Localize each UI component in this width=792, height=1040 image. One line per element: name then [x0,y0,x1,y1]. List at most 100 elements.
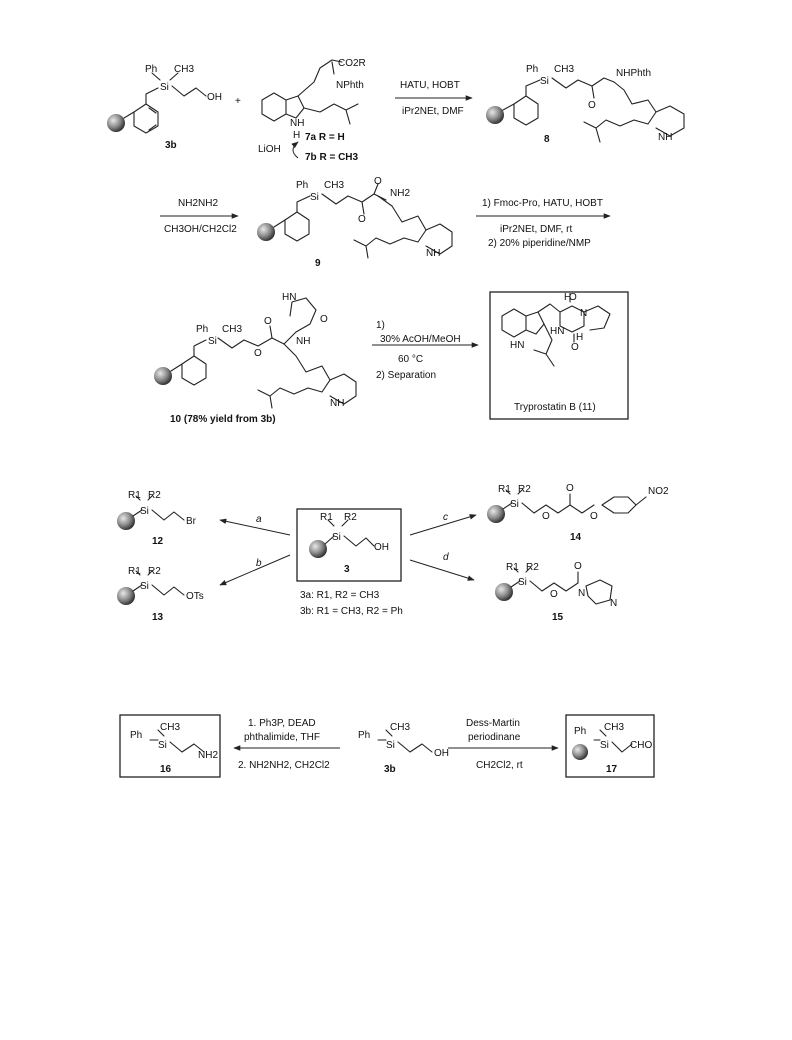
compound-label-7a: 7a R = H [305,132,345,143]
stereo-h-label: H [564,292,571,303]
no2-label: NO2 [648,486,669,497]
cho-label: CHO [630,740,652,751]
br-label: Br [186,516,197,527]
compound-17-box: Ph CH3 Si CHO 17 [565,714,655,778]
si-label: Si [510,499,519,510]
resin-bead-icon [495,583,513,601]
compound-label-8: 8 [544,134,550,145]
oh-label: OH [434,748,449,759]
ph-label: Ph [358,730,370,741]
reagent-ipr2net-dmf: iPr2NEt, DMF [402,106,464,117]
reagent-hydrazine: NH2NH2 [178,198,218,209]
ots-label: OTs [186,591,204,602]
arrow-label-a: a [256,514,262,525]
resin-bead-icon [117,587,135,605]
r1-label: R1 [128,566,141,577]
resin-bead-icon [117,512,135,530]
scheme2-arrows: a b c d [219,512,477,586]
o-label: O [254,348,262,359]
ch3-label: CH3 [324,180,344,191]
ph-label: Ph [196,324,208,335]
reagent-acoh-meoh: 30% AcOH/MeOH [380,334,461,345]
carbonyl-o-label: O [566,483,574,494]
ch3-label: CH3 [390,722,410,733]
r2-label: R2 [148,566,161,577]
ph-label: Ph [574,726,586,737]
reagent-dess-martin: Dess-Martin [466,718,520,729]
indole-nh-label: NH [290,118,304,129]
o-label: O [358,214,366,225]
compound-label-10: 10 (78% yield from 3b) [170,414,276,425]
compound-3b-bottom: Ph CH3 Si OH 3b [358,722,449,775]
si-label: Si [140,581,149,592]
r2-label: R2 [344,512,357,523]
compound-14: R1 R2 Si O O O NO2 14 [487,483,669,543]
reagent-periodinane: periodinane [468,732,521,743]
nphth-label: NPhth [336,80,364,91]
ch3-label: CH3 [160,722,180,733]
plus-sign: + [235,96,241,107]
compound-3b-top: Ph CH3 Si OH 3b [107,64,222,151]
reagent-ph3p-dead: 1. Ph3P, DEAD [248,718,316,729]
indole-nh-label: NH [330,398,344,409]
indole-nh-label: NH [426,248,440,259]
reagent-base-solvent: iPr2NEt, DMF, rt [500,224,572,235]
reaction-arrow-4: 1) 30% AcOH/MeOH 60 °C 2) Separation [372,320,479,381]
reagent-solvent: CH3OH/CH2Cl2 [164,224,237,235]
ph-label: Ph [296,180,308,191]
reagent-step1: 1) [376,320,385,331]
r1-label: R1 [320,512,333,523]
resin-bead-icon [486,106,504,124]
ester-o-label: O [590,511,598,522]
compound-12: R1 R2 Si Br 12 [117,490,197,547]
r2-label: R2 [518,484,531,495]
carbonyl-o-label: O [264,316,272,327]
compound-label-3: 3 [344,564,350,575]
compound-9: Ph CH3 Si O O NH2 NH 9 [257,176,453,269]
reaction-arrow-3: 1) Fmoc-Pro, HATU, HOBT iPr2NEt, DMF, rt… [476,198,611,249]
reaction-arrow-right: Dess-Martin periodinane CH2Cl2, rt [448,718,559,771]
amide-nh-label: NH [296,336,310,347]
ch3-label: CH3 [604,722,624,733]
r1-label: R1 [498,484,511,495]
compound-3a-def: 3a: R1, R2 = CH3 [300,590,380,601]
reagent-hydrazine-2: 2. NH2NH2, CH2Cl2 [238,760,330,771]
ph-label: Ph [130,730,142,741]
si-label: Si [600,740,609,751]
compound-label-3b: 3b [165,140,177,151]
indole-hn-label: HN [510,340,524,351]
carbonyl-o-label: O [374,176,382,187]
imidazole-n2-label: N [610,598,617,609]
r2-label: R2 [526,562,539,573]
r2-label: R2 [148,490,161,501]
proline-hn-label: HN [282,292,296,303]
si-label: Si [332,532,341,543]
r1-label: R1 [506,562,519,573]
imidazole-n-label: N [578,588,585,599]
carbonyl-o-label: O [574,561,582,572]
reagent-temperature: 60 °C [398,354,423,365]
reaction-arrow-left: 1. Ph3P, DEAD phthalimide, THF 2. NH2NH2… [233,718,340,771]
resin-bead-icon [487,505,505,523]
reagent-fmoc-pro: 1) Fmoc-Pro, HATU, HOBT [482,198,603,209]
nhphth-label: NHPhth [616,68,651,79]
compound-10: Ph CH3 Si O O O HN NH NH 10 (78% yield f… [154,292,357,425]
ch3-label: CH3 [222,324,242,335]
reagent-hatu-hobt: HATU, HOBT [400,80,460,91]
resin-bead-icon [572,744,588,760]
si-label: Si [518,577,527,588]
amide-o-label: O [320,314,328,325]
compound-label-7b: 7b R = CH3 [305,152,359,163]
resin-bead-icon [309,540,327,558]
ch3-label: CH3 [554,64,574,75]
o-label: O [542,511,550,522]
si-label: Si [386,740,395,751]
n-label: N [580,308,587,319]
o-label-2: O [571,342,579,353]
resin-bead-icon [154,367,172,385]
nh2-label: NH2 [390,188,410,199]
compound-label-14: 14 [570,532,582,543]
lioh-label: LiOH [258,144,281,155]
